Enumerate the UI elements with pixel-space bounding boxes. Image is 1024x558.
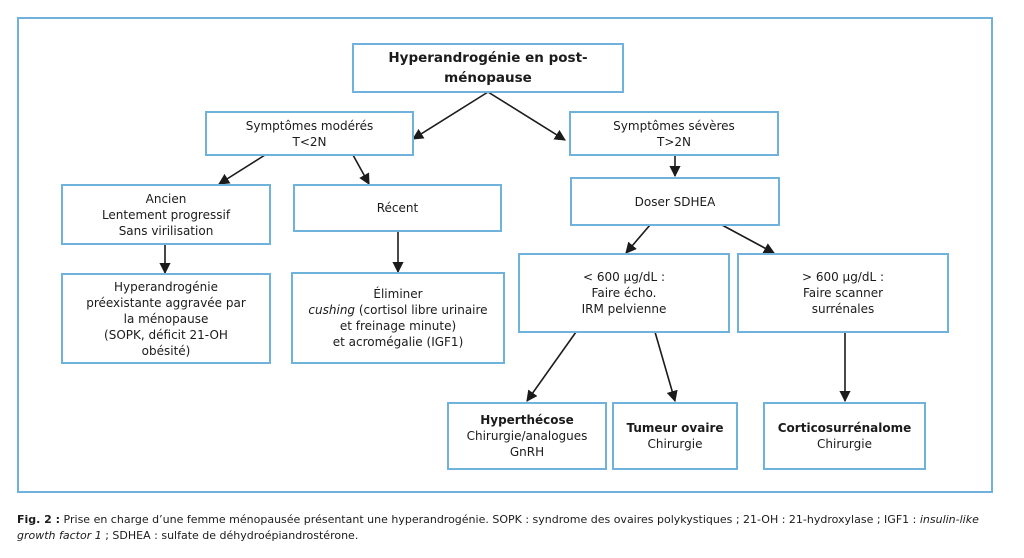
node-eliminate-line1: Éliminer bbox=[373, 287, 423, 301]
arrow-sdhea-to-low bbox=[625, 224, 651, 254]
arrow-low-to-hyperthecose bbox=[526, 331, 577, 402]
node-high: > 600 µg/dL : Faire scanner surrénales bbox=[737, 253, 949, 333]
caption-label: Fig. 2 : bbox=[17, 513, 61, 526]
node-old: Ancien Lentement progressif Sans virilis… bbox=[61, 184, 271, 245]
diagram-frame bbox=[17, 17, 993, 493]
node-severe: Symptômes sévères T>2N bbox=[569, 111, 779, 156]
node-hyperthecose-title: Hyperthécose bbox=[480, 413, 574, 427]
node-recent-label: Récent bbox=[376, 201, 419, 215]
node-tumeur-line2: Chirurgie bbox=[647, 437, 703, 451]
node-moderate-line2: T<2N bbox=[292, 134, 327, 149]
figure-caption: Fig. 2 : Prise en charge d’une femme mén… bbox=[17, 512, 997, 544]
node-eliminate-line3: et freinage minute) bbox=[339, 319, 457, 333]
arrow-sdhea-to-high bbox=[721, 224, 775, 254]
node-eliminate: Éliminer cushing (cortisol libre urinair… bbox=[291, 272, 505, 364]
node-preexisting-line4: (SOPK, déficit 21-OH bbox=[104, 327, 228, 342]
node-sdhea: Doser SDHEA bbox=[570, 177, 780, 226]
node-cortico: Corticosurrénalome Chirurgie bbox=[763, 402, 926, 470]
node-cortico-title: Corticosurrénalome bbox=[777, 421, 912, 435]
node-high-line1: > 600 µg/dL : bbox=[801, 270, 885, 284]
node-tumeur: Tumeur ovaire Chirurgie bbox=[612, 402, 738, 470]
arrow-root-to-moderate bbox=[412, 91, 489, 140]
node-moderate: Symptômes modérés T<2N bbox=[205, 111, 414, 156]
node-high-line3: surrénales bbox=[811, 302, 875, 316]
node-preexisting: Hyperandrogénie préexistante aggravée pa… bbox=[61, 273, 271, 364]
caption-text-2: ; SDHEA : sulfate de déhydroépiandrostér… bbox=[101, 529, 359, 542]
node-root: Hyperandrogénie en post- ménopause bbox=[352, 43, 624, 93]
node-eliminate-cushing: cushing bbox=[308, 303, 356, 317]
node-low-line1: < 600 µg/dL : bbox=[582, 270, 666, 284]
node-eliminate-line4: et acromégalie (IGF1) bbox=[332, 335, 464, 349]
node-cortico-line2: Chirurgie bbox=[817, 437, 872, 451]
node-severe-line1: Symptômes sévères bbox=[613, 118, 735, 133]
node-old-line1: Ancien bbox=[145, 191, 187, 206]
node-high-line2: Faire scanner bbox=[802, 286, 884, 300]
node-hyperthecose-line3: GnRH bbox=[509, 445, 545, 459]
caption-text-1: Prise en charge d’une femme ménopausée p… bbox=[60, 513, 917, 526]
arrow-low-to-tumeur bbox=[654, 331, 678, 403]
node-tumeur-title: Tumeur ovaire bbox=[626, 421, 724, 435]
node-preexisting-line3: la ménopause bbox=[123, 311, 209, 326]
node-low: < 600 µg/dL : Faire écho. IRM pelvienne bbox=[518, 253, 730, 333]
node-hyperthecose-line2: Chirurgie/analogues bbox=[466, 429, 588, 443]
node-hyperthecose: Hyperthécose Chirurgie/analogues GnRH bbox=[447, 402, 607, 470]
arrow-moderate-to-recent bbox=[352, 154, 370, 185]
node-eliminate-line2: cushing (cortisol libre urinaire bbox=[308, 302, 487, 318]
node-recent: Récent bbox=[293, 184, 502, 232]
node-old-line3: Sans virilisation bbox=[118, 223, 214, 238]
node-preexisting-line2: préexistante aggravée par bbox=[86, 295, 246, 310]
node-low-line3: IRM pelvienne bbox=[581, 302, 667, 316]
node-preexisting-line5: obésité) bbox=[141, 343, 191, 358]
node-severe-line2: T>2N bbox=[657, 134, 691, 149]
node-root-line1: Hyperandrogénie en post- bbox=[388, 50, 588, 66]
node-sdhea-label: Doser SDHEA bbox=[634, 194, 716, 209]
arrow-root-to-severe bbox=[487, 91, 566, 141]
node-preexisting-line1: Hyperandrogénie bbox=[114, 279, 218, 294]
node-root-line2: ménopause bbox=[444, 70, 532, 86]
node-old-line2: Lentement progressif bbox=[101, 207, 231, 222]
node-moderate-line1: Symptômes modérés bbox=[245, 118, 374, 133]
node-low-line2: Faire écho. bbox=[591, 286, 657, 300]
arrow-moderate-to-old bbox=[218, 154, 266, 185]
node-eliminate-line2-rest: (cortisol libre urinaire bbox=[355, 303, 488, 317]
caption-italic: insulin-like growth factor 1 bbox=[17, 513, 979, 542]
